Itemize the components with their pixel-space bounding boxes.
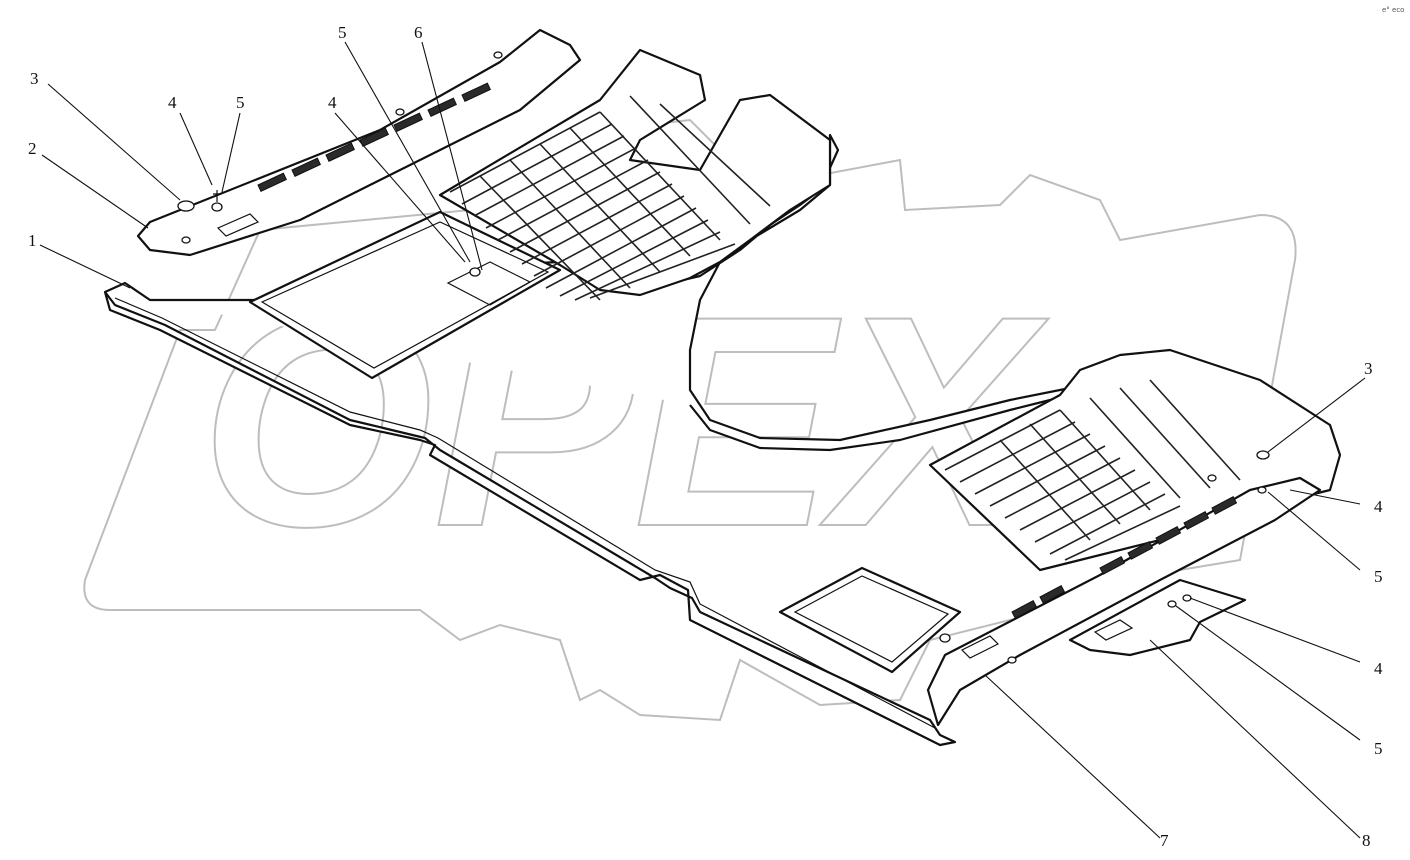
part-7-right-step-plate xyxy=(926,476,1322,727)
callout-4-left: 4 xyxy=(168,93,177,112)
callout-4-mid: 4 xyxy=(328,93,337,112)
leader-4-right-b xyxy=(1189,597,1361,663)
fastener-nut xyxy=(1257,486,1267,494)
fastener-screw xyxy=(213,190,221,202)
callout-1: 1 xyxy=(28,231,37,250)
callout-8: 8 xyxy=(1362,831,1371,850)
left-step-slot xyxy=(393,112,423,133)
fastener-cap xyxy=(177,200,195,212)
fastener-nut xyxy=(1007,656,1017,664)
right-step-slot xyxy=(1011,600,1038,619)
callout-labels: 3 2 1 4 5 4 5 6 3 4 5 4 5 7 8 xyxy=(28,23,1383,850)
leader-7 xyxy=(984,674,1161,839)
callout-3-right: 3 xyxy=(1364,359,1373,378)
left-mat-pattern xyxy=(449,111,736,301)
leader-5-left xyxy=(221,112,241,193)
right-step-slot xyxy=(1155,526,1182,545)
left-step-plate-tab xyxy=(216,213,260,237)
right-step-slot xyxy=(1039,585,1066,604)
leader-1 xyxy=(39,244,131,289)
right-step-slots xyxy=(1011,496,1238,619)
floor-opening-right-inner xyxy=(793,575,950,663)
callout-5-right-b: 5 xyxy=(1374,739,1383,758)
leader-3-right xyxy=(1267,377,1366,453)
callout-5-mid: 5 xyxy=(338,23,347,42)
fastener-nut xyxy=(395,108,405,116)
leader-lines xyxy=(39,41,1366,839)
right-step-plate-outline xyxy=(926,476,1322,727)
fastener-nut xyxy=(1207,474,1217,482)
leader-6 xyxy=(421,41,483,271)
leader-5-mid xyxy=(344,41,471,263)
right-step-slot xyxy=(1127,541,1154,560)
left-step-slots xyxy=(257,82,491,193)
floor-opening-left-inner xyxy=(260,221,550,369)
fastener-nut xyxy=(1182,594,1192,602)
leader-5-right-a xyxy=(1267,491,1361,571)
left-step-slot xyxy=(257,172,287,193)
callout-5-left: 5 xyxy=(236,93,245,112)
leader-4-right-a xyxy=(1289,489,1361,505)
leader-4-mid xyxy=(334,112,466,263)
left-step-plate-outline xyxy=(136,28,582,257)
floor-panel-front-edge xyxy=(103,290,957,747)
callout-3-left: 3 xyxy=(30,69,39,88)
leader-4-left xyxy=(179,112,213,186)
floor-panel-inner-lip xyxy=(114,297,936,729)
part-2-left-step-plate xyxy=(136,28,582,257)
left-step-slot xyxy=(325,142,355,163)
callout-2: 2 xyxy=(28,139,37,158)
right-mat-pattern-cross xyxy=(999,379,1241,541)
callout-6: 6 xyxy=(414,23,423,42)
right-mat-pattern xyxy=(944,409,1181,561)
leader-2 xyxy=(41,154,149,229)
fastener-nut xyxy=(181,236,191,244)
leader-5-right-b xyxy=(1175,605,1361,741)
right-step-slot xyxy=(1183,511,1210,530)
right-step-slot xyxy=(1211,496,1238,515)
corner-mark: e° eco xyxy=(1382,6,1404,14)
fastener-nut xyxy=(493,51,503,59)
floor-opening-right xyxy=(778,566,962,674)
right-step-slot xyxy=(1099,556,1126,575)
fastener-cap xyxy=(1256,450,1270,460)
left-mat-outline xyxy=(438,48,832,297)
right-step-plate-tab xyxy=(960,635,1000,659)
leader-8 xyxy=(1149,639,1361,839)
left-step-slot xyxy=(427,97,457,118)
bracket-pad xyxy=(1093,619,1134,641)
fastener-nut xyxy=(1167,600,1177,608)
floor-opening-left xyxy=(248,210,562,380)
left-mat-pattern-cross xyxy=(479,95,771,301)
callout-4-right-a: 4 xyxy=(1374,497,1383,516)
fasteners xyxy=(177,51,1270,664)
fastener-nut xyxy=(469,267,481,277)
callout-4-right-b: 4 xyxy=(1374,659,1383,678)
left-step-slot xyxy=(291,157,321,178)
leader-3-left xyxy=(47,83,181,201)
left-floor-mat xyxy=(438,48,832,301)
callout-5-right-a: 5 xyxy=(1374,567,1383,586)
part-8-bracket xyxy=(1068,578,1247,657)
fastener-nut xyxy=(211,202,223,212)
left-step-slot xyxy=(461,82,491,103)
fastener-nut xyxy=(939,633,951,643)
callout-7: 7 xyxy=(1160,831,1169,850)
